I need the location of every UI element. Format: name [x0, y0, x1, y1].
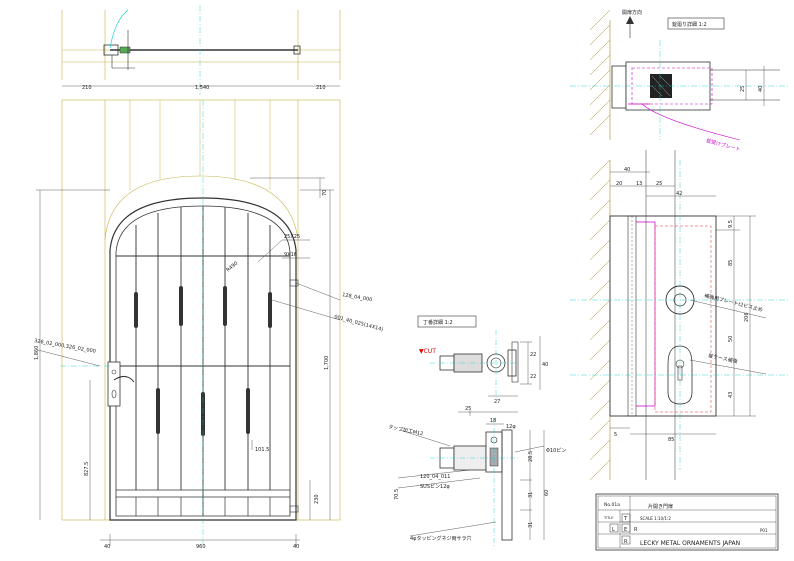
title-field-label: TITLE	[603, 516, 613, 520]
plan-view: 210 1,540 210	[61, 5, 341, 95]
detail-title: 錠廻り詳細 1:2	[672, 21, 707, 28]
hinge-dim-12phi: 12φ	[506, 424, 516, 430]
company-name: LECKY METAL ORNAMENTS JAPAN	[640, 540, 740, 547]
hinge-dim-40: 40	[542, 362, 548, 368]
hinge-note-part: 120_04_011	[420, 474, 450, 480]
dim-total-height: 1,860	[34, 346, 40, 360]
plate-note: 錠受けプレート	[705, 137, 741, 153]
dim-bottom-gap: 230	[314, 494, 320, 504]
hinge-title: 丁番詳細 1:2	[423, 319, 453, 326]
dim-handle-height: 827.5	[84, 462, 90, 476]
hinge-dim-22a: 22	[530, 352, 536, 358]
hinge-dim-22b: 22	[530, 374, 536, 380]
dim-inner-width: 960	[196, 544, 206, 550]
lock-dim-42: 42	[676, 191, 682, 197]
lock-dim-50: 50	[728, 336, 734, 342]
part-label-b: 001_40_025(14X14)	[333, 314, 383, 333]
hinge-detail: 丁番詳細 1:2 ▼CUT 22 22 40 27	[388, 315, 566, 548]
lock-elevation: 補強用プレートt2ビス止め 錠ケース補強 40 20 13 25 42 9.5 …	[570, 150, 790, 481]
plan-dim-center: 1,540	[195, 85, 209, 91]
hinge-dim-18: 18	[490, 418, 496, 424]
lock-dim-9-5: 9.5	[728, 220, 734, 228]
dim-bar-spacing: 101.5	[255, 447, 269, 453]
hinge-note-pin: SUSピン12φ	[420, 484, 450, 490]
lock-dim-40: 40	[624, 167, 630, 173]
hinge-note-screw: 4φタッピングネジ両サラ穴	[410, 535, 471, 542]
hinge-dim-70-5: 70.5	[394, 489, 400, 500]
direction-label: 開扉方向	[622, 9, 642, 16]
lock-dim-206: 206	[744, 312, 750, 322]
lock-dim-5: 5	[614, 432, 617, 438]
title-e-mark: E	[624, 527, 627, 533]
lock-dim-43: 43	[728, 392, 734, 398]
plan-dim-right: 210	[316, 85, 326, 91]
title-r-mark-2: R	[624, 539, 628, 545]
title-t-mark: T	[623, 516, 628, 522]
detail-title-box	[667, 17, 725, 30]
title-l-mark: L	[612, 527, 615, 533]
drawing-number: No.01a	[604, 502, 620, 508]
hinge-dim-31b: 31	[528, 522, 534, 528]
part-label-a: 128_04_000	[342, 292, 373, 303]
detail-dim-25: 25	[740, 86, 746, 92]
dim-left-margin: 40	[104, 544, 110, 550]
lock-section-detail: 開扉方向 錠廻り詳細 1:2 錠受けプレート 25 40	[570, 9, 790, 153]
drawing-title: 片開き門扉	[648, 503, 673, 510]
radius-label: R490	[225, 261, 239, 274]
cut-label: ▼CUT	[419, 348, 436, 355]
tube-label-1: 25X25	[284, 234, 300, 240]
dim-top-gap: 70	[322, 190, 328, 196]
drawing-scale: SCALE 1:10/1:2	[640, 516, 671, 521]
lock-dim-25: 25	[656, 181, 662, 187]
lock-dim-85b: 85	[668, 437, 674, 443]
sheet-number: P01	[760, 528, 768, 533]
lock-dim-85: 85	[728, 260, 734, 266]
part-label-c: 326_02_000,326_02_000	[34, 338, 97, 355]
plan-dim-left: 210	[82, 85, 92, 91]
hinge-dim-60: 60	[544, 490, 550, 496]
lock-dim-20: 20	[616, 181, 622, 187]
hinge-dim-27: 27	[494, 399, 500, 405]
hinge-dim-28-5: 28.5	[528, 451, 534, 462]
dim-door-height: 1,700	[324, 356, 330, 370]
tube-label-2: 9X16	[284, 252, 297, 258]
hinge-dim-25: 25	[465, 406, 471, 412]
hinge-note-phi-pin: Φ10ピン	[546, 448, 566, 454]
lock-dim-13: 13	[636, 181, 642, 187]
elevation-view: R490 25X25 9X16 128_04_000 001_40_025(14…	[34, 99, 384, 550]
detail-dim-40: 40	[758, 86, 764, 92]
title-block: No.01a TITLE T L E R R 片開き門扉 SCALE 1:10/…	[595, 493, 779, 551]
dim-right-margin: 40	[293, 544, 299, 550]
hinge-note-tap: タップ加工M12	[388, 423, 424, 437]
hinge-title-box	[417, 315, 477, 328]
title-r-mark: R	[634, 527, 638, 533]
hinge-dim-31a: 31	[528, 492, 534, 498]
